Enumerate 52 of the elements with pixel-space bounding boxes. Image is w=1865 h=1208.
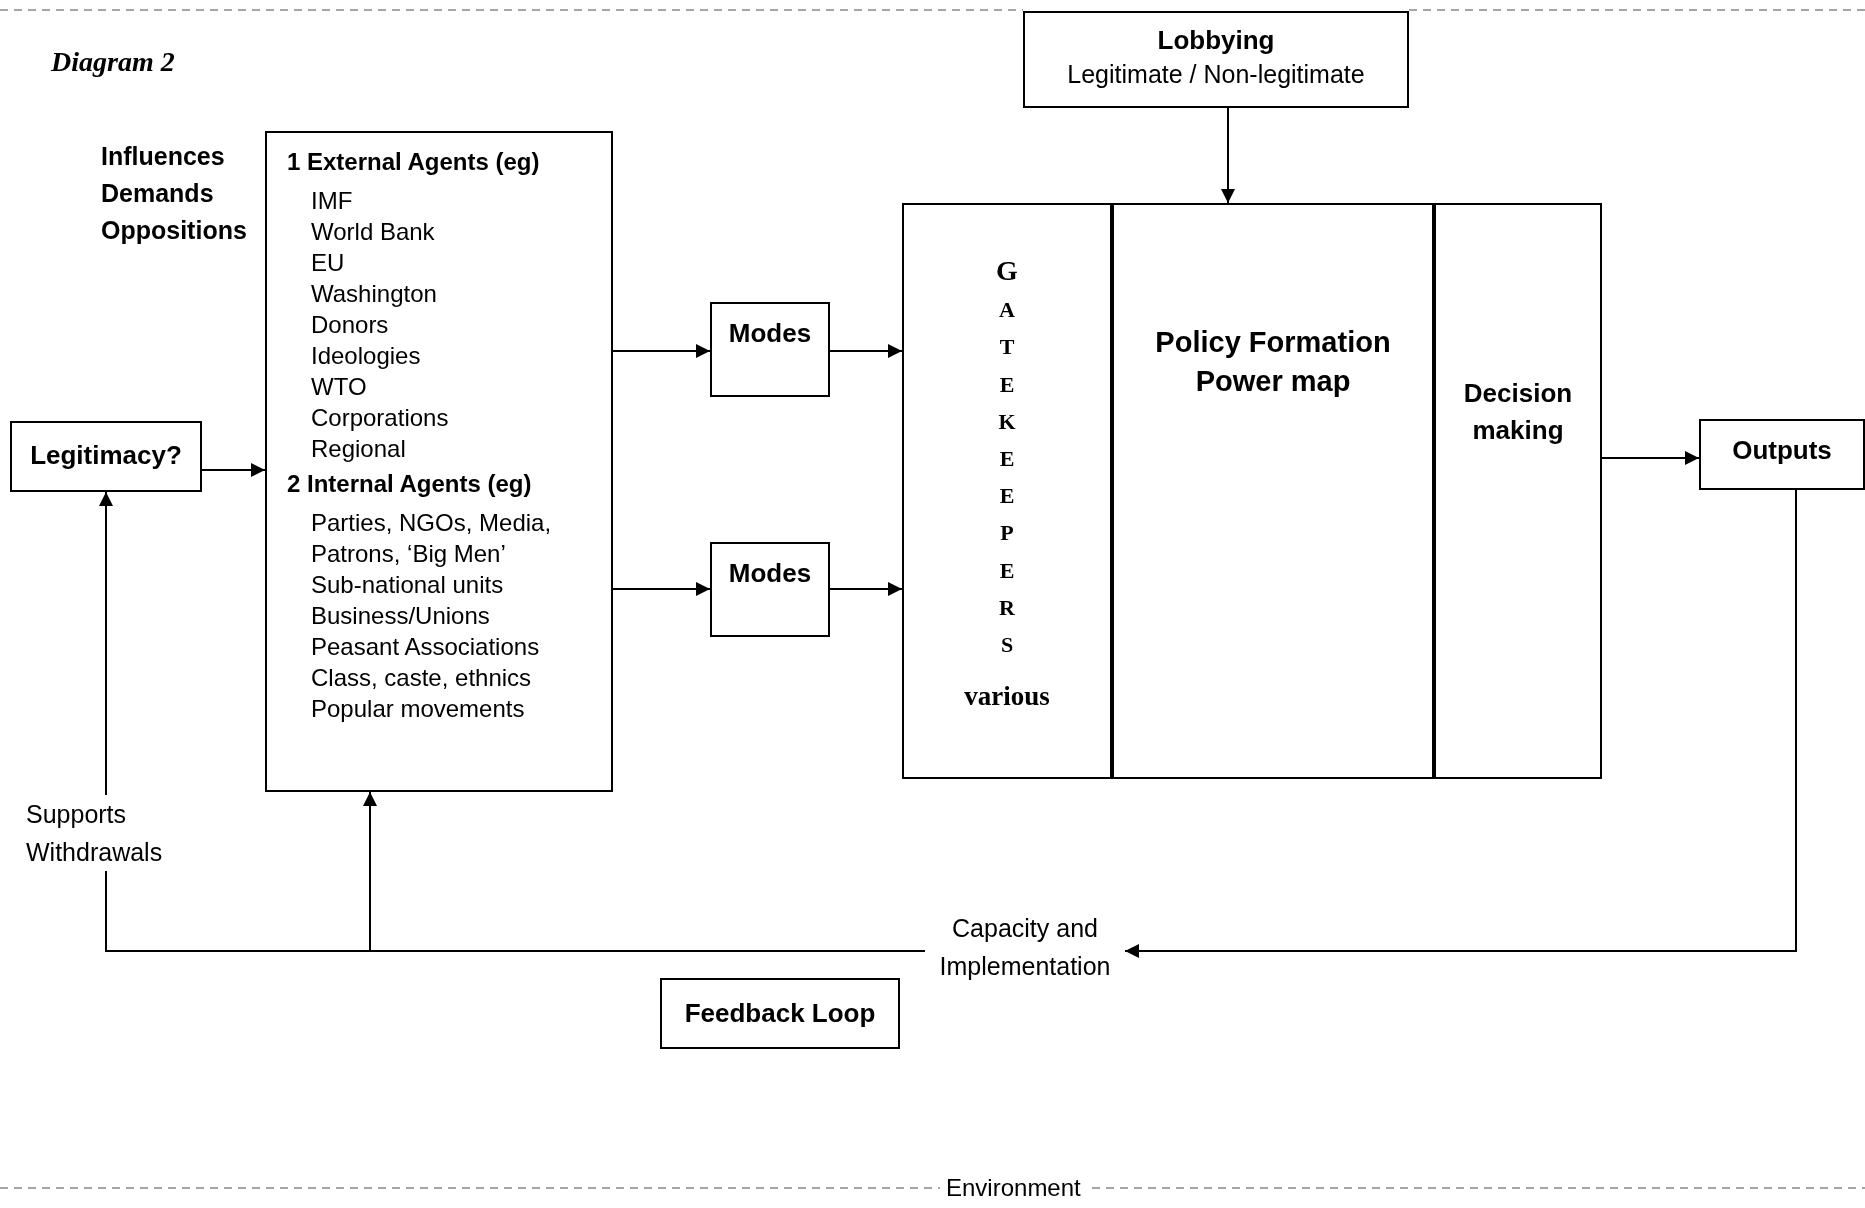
arrow [99, 491, 926, 952]
list-item: Parties, NGOs, Media, Patrons, ‘Big Men’ [311, 508, 553, 569]
box-label: Lobbying [1157, 24, 1275, 57]
process-box [660, 978, 900, 1049]
arrow [829, 582, 903, 596]
list-item: Sub-national units [311, 570, 504, 600]
list-item: WTO [311, 372, 367, 402]
box-label: Outputs [1732, 434, 1832, 467]
process-box [265, 131, 613, 792]
list-item: Regional [311, 434, 406, 464]
list-item: Corporations [311, 403, 449, 433]
list-item: World Bank [311, 217, 435, 247]
arrow [1124, 489, 1797, 958]
process-box [1112, 203, 1434, 779]
section-heading: 1 External Agents (eg) [287, 147, 540, 177]
list-item: Peasant Associations [311, 632, 540, 662]
arrow [1221, 107, 1235, 204]
box-label: Decision making [1462, 377, 1574, 447]
process-box [1023, 11, 1409, 108]
box-label: various [964, 681, 1050, 713]
process-box [710, 302, 830, 397]
list-item: Washington [311, 279, 437, 309]
box-label: Legitimate / Non-legitimate [1067, 59, 1365, 90]
box-label: Capacity and Implementation [938, 913, 1112, 982]
box-label: Policy Formation Power map [1154, 325, 1392, 399]
list-item: Ideologies [311, 341, 421, 371]
process-box [902, 203, 1112, 779]
section-heading: 2 Internal Agents (eg) [287, 469, 532, 499]
arrow [612, 582, 711, 596]
box-label: Modes [728, 557, 812, 590]
list-item: IMF [311, 186, 353, 216]
process-box [1699, 419, 1865, 490]
arrow [1601, 451, 1700, 465]
side-label: Oppositions [101, 216, 247, 245]
process-box [1434, 203, 1602, 779]
list-item: Class, caste, ethnics [311, 663, 532, 693]
box-label: Legitimacy? [30, 439, 182, 472]
process-box [10, 421, 202, 492]
arrow [829, 344, 903, 358]
box-label: Modes [728, 317, 812, 350]
diagram-title: Diagram 2 [51, 46, 175, 78]
box-label: Feedback Loop [684, 997, 876, 1030]
list-item: Business/Unions [311, 601, 490, 631]
side-label: Demands [101, 179, 214, 208]
side-label: Influences [101, 142, 225, 171]
list-item: Donors [311, 310, 389, 340]
process-box [710, 542, 830, 637]
arrow [201, 463, 266, 477]
box-label: GATEKEEPERS [996, 254, 1018, 660]
list-item: EU [311, 248, 345, 278]
list-item: Popular movements [311, 694, 525, 724]
arrow [612, 344, 711, 358]
